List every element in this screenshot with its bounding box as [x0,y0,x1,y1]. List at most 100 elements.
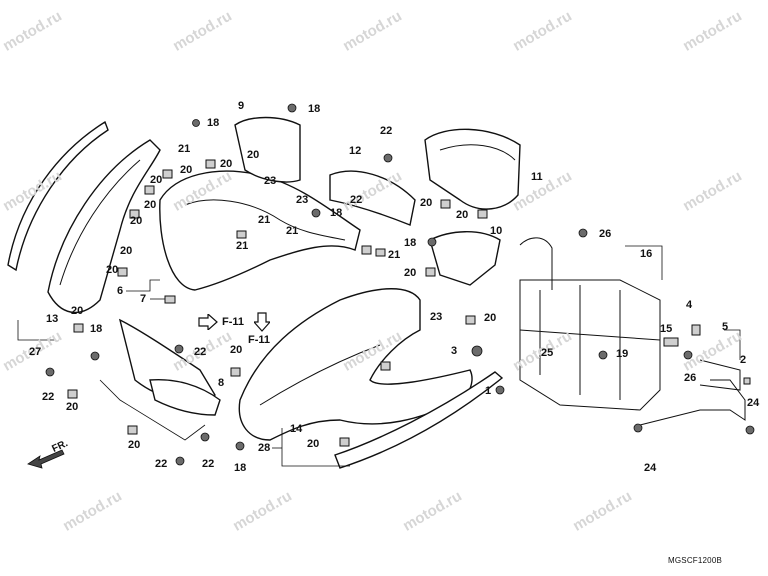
frame-16-stay [519,237,553,290]
callout: 10 [490,225,503,237]
bolt-22-b [45,367,55,377]
clip-2 [743,377,751,385]
bolt-24-a [745,425,755,435]
callout: 22 [380,125,393,137]
pipe-24 [639,379,746,426]
callout: 20 [150,174,163,186]
callout: 21 [286,225,299,237]
callout: 20 [230,344,243,356]
callout: 24 [747,397,760,409]
clip-20-g [127,425,138,435]
callout: 18 [404,237,417,249]
callout: 21 [258,214,271,226]
callout: 20 [71,305,84,317]
clip-21-b [375,248,386,257]
callout: 15 [660,323,673,335]
clip-20-n [339,437,350,447]
callout: 19 [616,348,629,360]
clip-20-d [117,267,128,277]
clip-20-h [230,367,241,377]
callout: 23 [296,194,309,206]
callout: 20 [66,401,79,413]
callout: 26 [599,228,612,240]
callout: 20 [106,264,119,276]
clip-15 [663,337,679,347]
front-cowl-6-slot [184,199,346,241]
bolt-18-e [90,351,100,361]
main-cover-14 [238,288,473,441]
main-cover-stripe [259,344,381,406]
callout: 23 [264,175,277,187]
clip-20-k [361,245,372,255]
cover-11-rim [439,144,516,161]
clip-20-j [477,209,488,219]
main-cover-28-strip [334,371,504,469]
callout: 4 [686,299,693,311]
bolt-3 [471,345,483,357]
callout: 23 [430,311,443,323]
callout: 18 [330,207,343,219]
lead-13-27 [17,320,55,341]
arrow-down-icon [254,312,270,332]
bolt-1 [495,385,505,395]
clip-20-i [440,199,451,209]
cover-9 [234,116,301,183]
lead-lower [99,379,206,441]
callout: 9 [238,100,245,112]
callout: 22 [350,194,363,206]
clip-20-l [425,267,436,277]
callout: 2 [740,354,747,366]
callout: 22 [202,458,215,470]
fref-right: F-11 [222,316,245,328]
callout: 21 [236,240,249,252]
callout: 20 [420,197,433,209]
callout: 18 [207,117,220,129]
frame-16-inner [519,285,661,400]
bolt-26-b [683,350,693,360]
callout: 18 [234,462,247,474]
bolt-24-b [633,423,643,433]
callout: 26 [684,372,697,384]
callout: 28 [258,442,271,454]
clip-21-a [236,230,247,239]
clip-20-o [465,315,476,325]
bolt-22-e [174,344,184,354]
clip-20-f [67,389,78,399]
bracket-10 [429,231,501,286]
front-arrow-icon [27,449,65,469]
callout: 20 [128,439,141,451]
bolt-18-d [427,237,437,247]
panel-27-inner [59,159,141,286]
diagram-code: MGSCF1200B [668,556,723,565]
callout: 8 [218,377,225,389]
callout: 18 [308,103,321,115]
callout: 20 [247,149,260,161]
callout: 22 [155,458,168,470]
callout: 20 [307,438,320,450]
callout: 5 [722,321,729,333]
bolt-26-a [578,228,588,238]
lower-panel-8b [149,378,221,416]
lead-14 [281,428,350,467]
clip-20-a [129,209,140,219]
clip-7 [164,295,176,304]
lead-6 [126,279,160,292]
bolt-18-b [192,119,200,127]
bolt-19 [598,350,608,360]
callout: 22 [194,346,207,358]
callout: 12 [349,145,362,157]
frame-16 [519,279,661,411]
callout: 14 [290,423,303,435]
front-cowl-6 [159,170,361,291]
bolt-22-c [175,456,185,466]
callout: 21 [388,249,401,261]
callout: 11 [531,171,543,183]
callout: 16 [640,248,653,260]
bolt-18-a [287,103,297,113]
callout: 18 [90,323,103,335]
lead-5 [724,329,741,360]
callout: 25 [541,347,554,359]
callout: 20 [144,199,157,211]
callout: 27 [29,346,42,358]
callout: 22 [42,391,55,403]
